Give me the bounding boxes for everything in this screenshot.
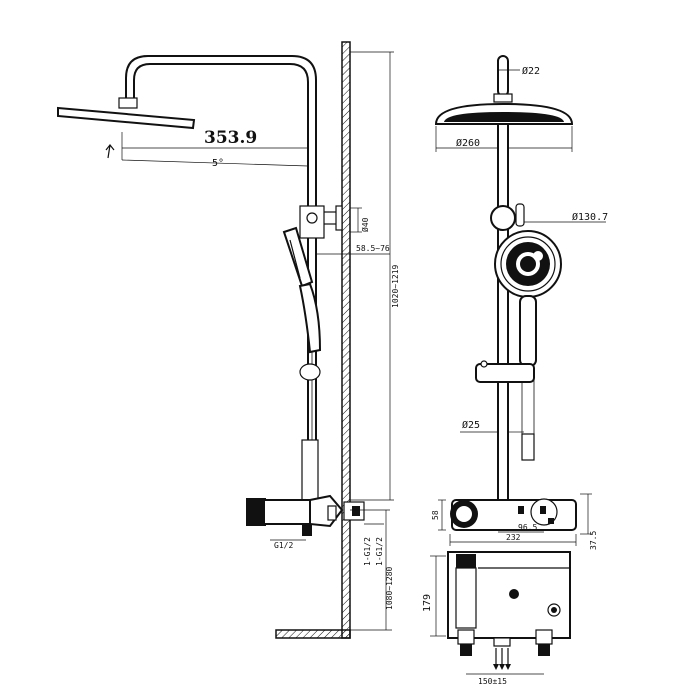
valve-detail: 179 150±15 — [422, 551, 571, 686]
wall-section — [341, 41, 351, 639]
control-spacing-label: 96.5 — [518, 523, 537, 532]
top-connector — [497, 55, 509, 97]
arm-reach-label: 353.9 — [204, 128, 257, 148]
bottom-outlet — [302, 524, 312, 536]
slider-front — [475, 363, 535, 383]
knob-height-label: 58 — [431, 510, 440, 520]
hand-shower-handle — [298, 282, 322, 354]
valve-body — [263, 499, 311, 525]
angle-label: 5° — [212, 158, 224, 169]
rail-bracket — [490, 205, 516, 231]
temp-knob — [246, 498, 266, 526]
riser-rail — [497, 123, 509, 505]
head-connector — [118, 97, 138, 109]
hand-shower-handle-front — [519, 295, 537, 367]
arrow-icon — [105, 144, 115, 159]
side-view: 353.9 5° Ø40 58.5~76 1020~1219 — [57, 41, 400, 639]
wall-mount — [335, 205, 343, 231]
outlet-thread-a-label: 1-G1/2 — [363, 537, 372, 566]
inlet-spacing-label: 150±15 — [478, 677, 507, 686]
cold-inlet — [538, 644, 550, 656]
floor-section — [275, 629, 351, 639]
outlet-thread-b-label: 1-G1/2 — [375, 537, 384, 566]
column-height-label: 1020~1219 — [391, 264, 400, 308]
hot-inlet — [460, 644, 472, 656]
body-depth-label: 37.5 — [589, 531, 598, 550]
hand-shower-dia-label: Ø130.7 — [572, 211, 608, 223]
bracket-dia-label: Ø40 — [360, 217, 370, 232]
flow-arrow-icon — [493, 664, 511, 670]
arm-inner — [133, 63, 309, 500]
rail-dia-label: Ø25 — [462, 419, 480, 431]
body-width-label: 232 — [506, 533, 521, 542]
top-connector-dia-label: Ø22 — [522, 65, 540, 77]
arm-outer — [125, 55, 317, 500]
install-height-label: 1080~1280 — [385, 566, 394, 610]
valve-height-label: 179 — [422, 594, 433, 612]
wall-offset-label: 58.5~76 — [356, 244, 390, 253]
shower-head-side — [57, 106, 196, 130]
front-view: Ø22 Ø260 Ø130.7 Ø25 — [431, 55, 608, 550]
head-dia-label: Ø260 — [456, 137, 480, 149]
slider-holder — [299, 363, 321, 381]
inlet-thread-label: G1/2 — [274, 541, 293, 550]
